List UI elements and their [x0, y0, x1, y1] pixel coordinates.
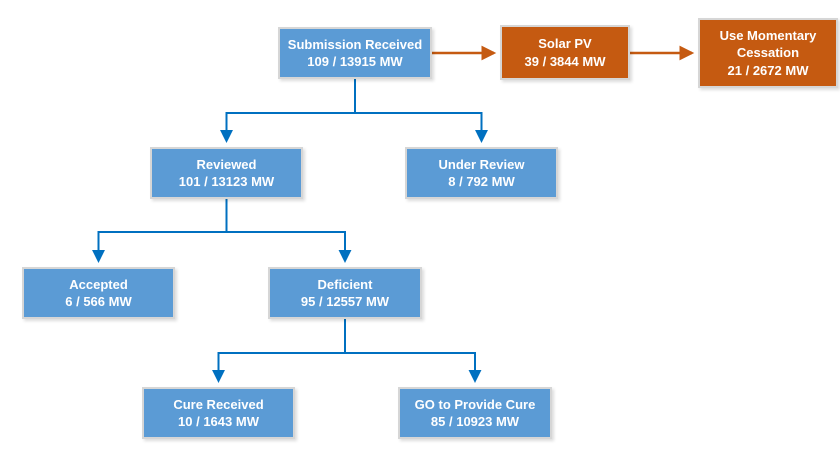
node-title: GO to Provide Cure [414, 396, 536, 412]
node-value: 85 / 10923 MW [430, 414, 520, 429]
node-title: Submission Received [287, 36, 423, 52]
node-value: 10 / 1643 MW [178, 414, 259, 429]
node-value: 8 / 792 MW [448, 174, 515, 189]
node-reviewed: Reviewed 101 / 13123 MW [150, 147, 303, 199]
node-title: Solar PV [538, 36, 592, 52]
node-title: Accepted [69, 276, 128, 292]
node-under-review: Under Review 8 / 792 MW [405, 147, 558, 199]
node-title: Cure Received [173, 396, 264, 412]
node-value: 6 / 566 MW [65, 294, 132, 309]
node-value: 95 / 12557 MW [300, 294, 390, 309]
node-value: 101 / 13123 MW [178, 174, 275, 189]
node-submission-received: Submission Received 109 / 13915 MW [278, 27, 432, 79]
node-title: Use Momentary Cessation [719, 28, 817, 61]
node-title: Deficient [317, 276, 373, 292]
node-value: 39 / 3844 MW [524, 53, 606, 69]
node-accepted: Accepted 6 / 566 MW [22, 267, 175, 319]
node-value: 109 / 13915 MW [307, 54, 403, 69]
node-cure-received: Cure Received 10 / 1643 MW [142, 387, 295, 439]
node-solar-pv: Solar PV 39 / 3844 MW [500, 25, 630, 80]
node-title: Reviewed [196, 156, 257, 172]
node-deficient: Deficient 95 / 12557 MW [268, 267, 422, 319]
node-value: 21 / 2672 MW [727, 62, 809, 78]
node-use-momentary-cessation: Use Momentary Cessation 21 / 2672 MW [698, 18, 838, 88]
node-go-to-provide-cure: GO to Provide Cure 85 / 10923 MW [398, 387, 552, 439]
node-title: Under Review [438, 156, 525, 172]
